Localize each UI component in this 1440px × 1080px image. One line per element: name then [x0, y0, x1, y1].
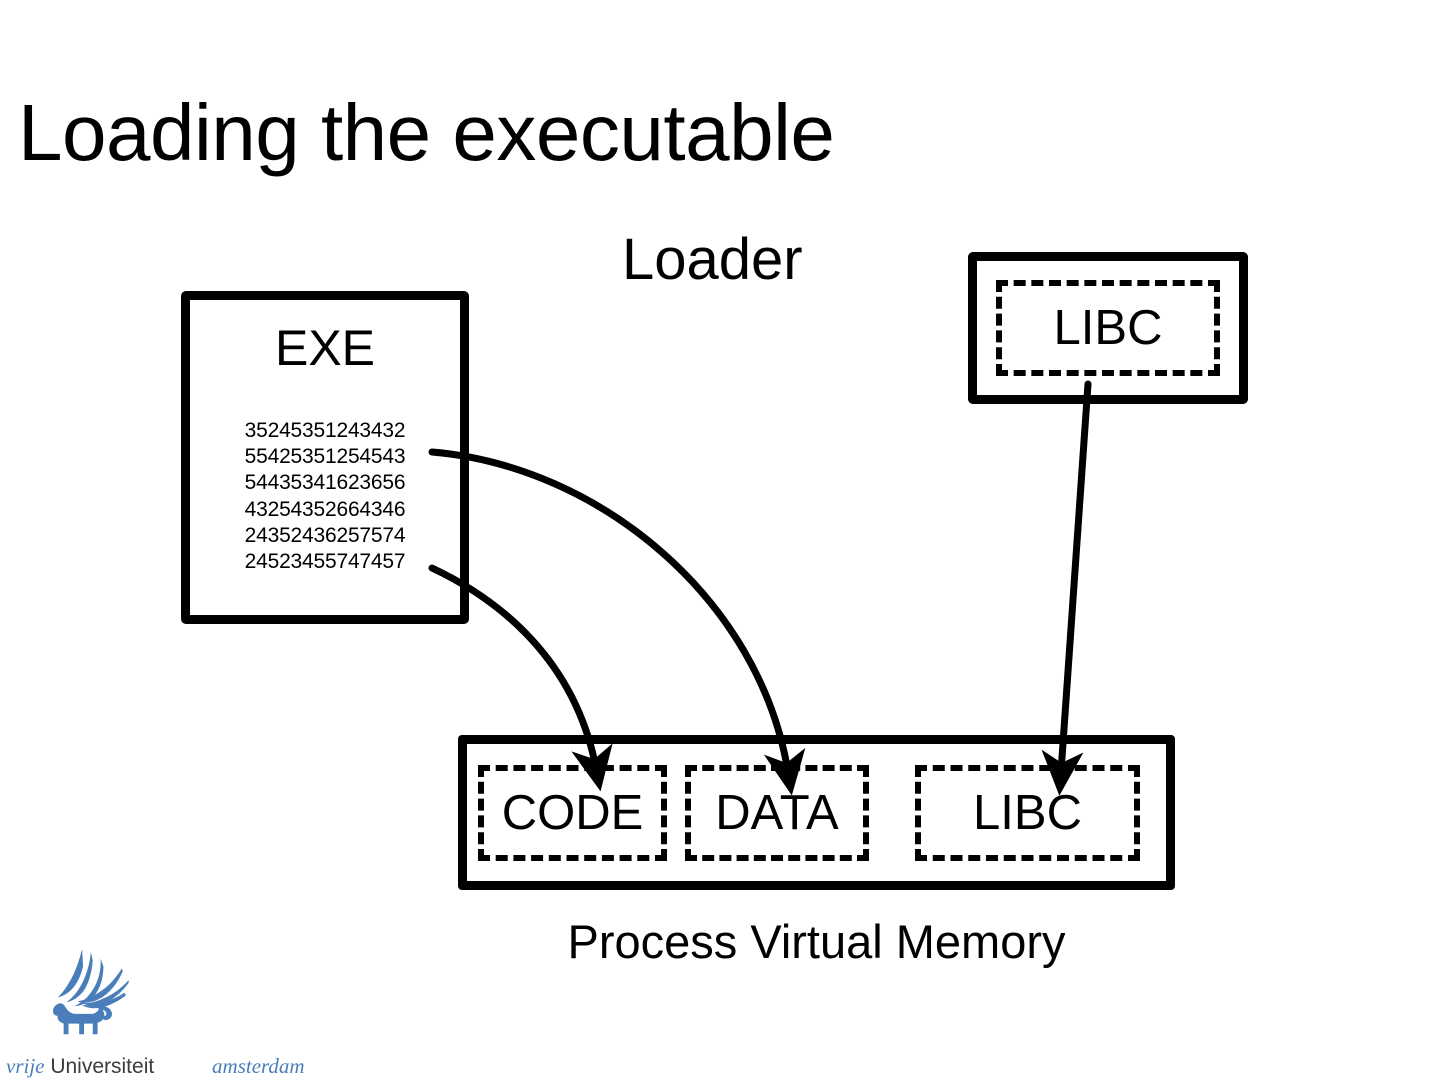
loader-label: Loader: [622, 227, 803, 292]
exe-data-arrow: [428, 448, 806, 796]
process-virtual-memory-caption: Process Virtual Memory: [567, 915, 1066, 968]
hexdump-line: 24352436257574: [244, 523, 406, 547]
hexdump-line: 43254352664346: [244, 497, 406, 521]
exe-hexdump: 35245351243432 55425351254543 5443534162…: [190, 418, 460, 575]
libc-library-label: LIBC: [1053, 301, 1163, 355]
memory-segment-label: DATA: [715, 786, 839, 840]
vu-griffin-icon: [52, 948, 129, 1035]
memory-segment-label: LIBC: [973, 786, 1082, 840]
memory-segment-libc: LIBC: [915, 765, 1140, 861]
hexdump-line: 55425351254543: [244, 445, 406, 469]
libc-library-segment: LIBC: [996, 280, 1220, 376]
memory-segment-code: CODE: [478, 765, 667, 861]
libc-arrow: [1041, 380, 1092, 796]
memory-segment-data: DATA: [685, 765, 869, 861]
vu-word-vrije: vrije: [6, 1054, 45, 1078]
vu-wordmark: vrije Universiteit amsterdam: [6, 1053, 305, 1079]
hexdump-line: 35245351243432: [244, 419, 406, 442]
page-title: Loading the executable: [18, 88, 835, 177]
memory-segment-label: CODE: [501, 786, 644, 840]
process-virtual-memory-box: CODE DATA LIBC: [458, 735, 1175, 890]
vu-word-universiteit: Universiteit: [50, 1055, 155, 1078]
vu-amsterdam-logo: vrije Universiteit amsterdam: [0, 945, 305, 1080]
exe-file-box: EXE 35245351243432 55425351254543 544353…: [181, 291, 469, 624]
exe-box-title: EXE: [274, 320, 376, 376]
vu-word-amsterdam: amsterdam: [212, 1054, 305, 1078]
libc-library-box: LIBC: [968, 252, 1248, 404]
hexdump-line: 24523455747457: [244, 550, 406, 574]
hexdump-line: 54435341623656: [244, 471, 406, 495]
